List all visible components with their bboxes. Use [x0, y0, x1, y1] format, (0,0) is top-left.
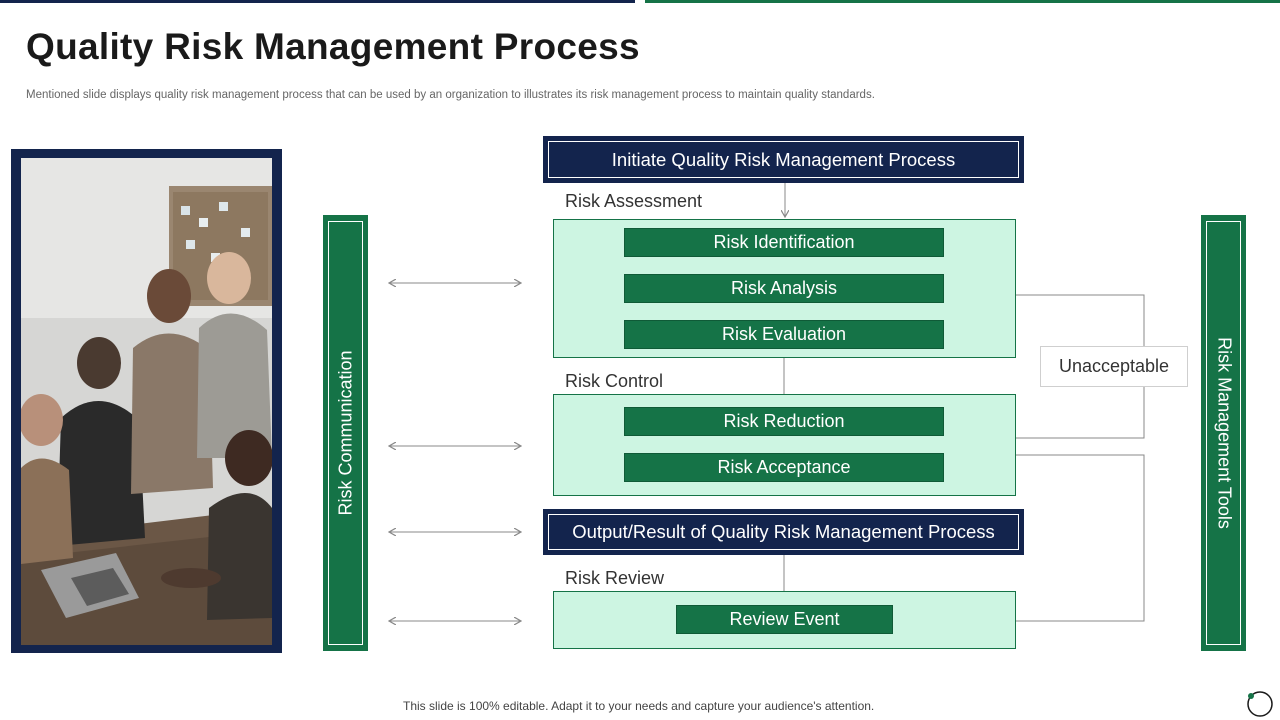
risk-assessment-label: Risk Assessment: [565, 191, 703, 211]
output-result-box: Output/Result of Quality Risk Management…: [543, 509, 1024, 555]
initiate-process-box: Initiate Quality Risk Management Process: [543, 136, 1024, 183]
risk-reduction-step: Risk Reduction: [625, 408, 943, 435]
top-accent-bar-navy: [0, 0, 635, 3]
team-photo-illustration: [21, 158, 272, 645]
risk-analysis-step: Risk Analysis: [625, 275, 943, 302]
unacceptable-label: Unacceptable: [1040, 346, 1188, 387]
risk-evaluation-step: Risk Evaluation: [625, 321, 943, 348]
risk-control-label: Risk Control: [565, 371, 664, 391]
risk-acceptance-step: Risk Acceptance: [625, 454, 943, 481]
slide-title: Quality Risk Management Process: [26, 26, 640, 67]
slide-subtitle: Mentioned slide displays quality risk ma…: [26, 89, 875, 101]
initiate-process-label: Initiate Quality Risk Management Process: [548, 141, 1019, 178]
feedback-line-lower: [1016, 454, 1145, 622]
photo-frame: [11, 149, 282, 653]
risk-management-tools-bar: Risk Management Tools: [1201, 215, 1246, 651]
team-photo: [21, 158, 272, 645]
risk-review-label: Risk Review: [565, 568, 665, 588]
review-event-step: Review Event: [677, 606, 892, 633]
risk-identification-step: Risk Identification: [625, 229, 943, 256]
top-accent-bar-green: [645, 0, 1280, 3]
corner-logo-icon: [1247, 691, 1273, 717]
risk-communication-label: Risk Communication: [335, 350, 355, 516]
risk-communication-bar: Risk Communication: [323, 215, 368, 651]
output-result-label: Output/Result of Quality Risk Management…: [548, 514, 1019, 550]
footer-note: This slide is 100% editable. Adapt it to…: [403, 699, 875, 713]
risk-management-tools-label: Risk Management Tools: [1214, 337, 1234, 529]
